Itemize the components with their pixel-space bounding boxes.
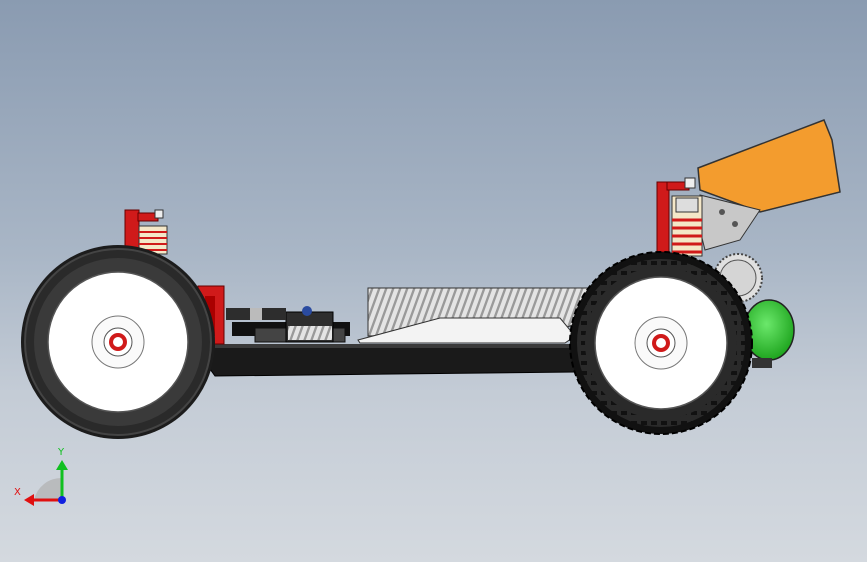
- y-axis-arrowhead: [56, 460, 68, 470]
- battery-pack[interactable]: [357, 287, 591, 344]
- x-axis-arrowhead: [24, 494, 34, 506]
- rear-shock[interactable]: [656, 177, 703, 257]
- rear-wing[interactable]: [697, 119, 841, 251]
- x-axis-label: X: [14, 487, 21, 498]
- motor[interactable]: [743, 299, 795, 368]
- esc-unit[interactable]: [226, 306, 350, 343]
- rear-wheel[interactable]: [569, 251, 753, 435]
- front-wheel[interactable]: [21, 245, 215, 439]
- y-axis-label: Y: [57, 447, 65, 458]
- axis-triad: Y X: [14, 447, 68, 506]
- triad-plane: [34, 477, 62, 500]
- z-axis-dot: [58, 496, 66, 504]
- chassis-plate[interactable]: [204, 344, 581, 377]
